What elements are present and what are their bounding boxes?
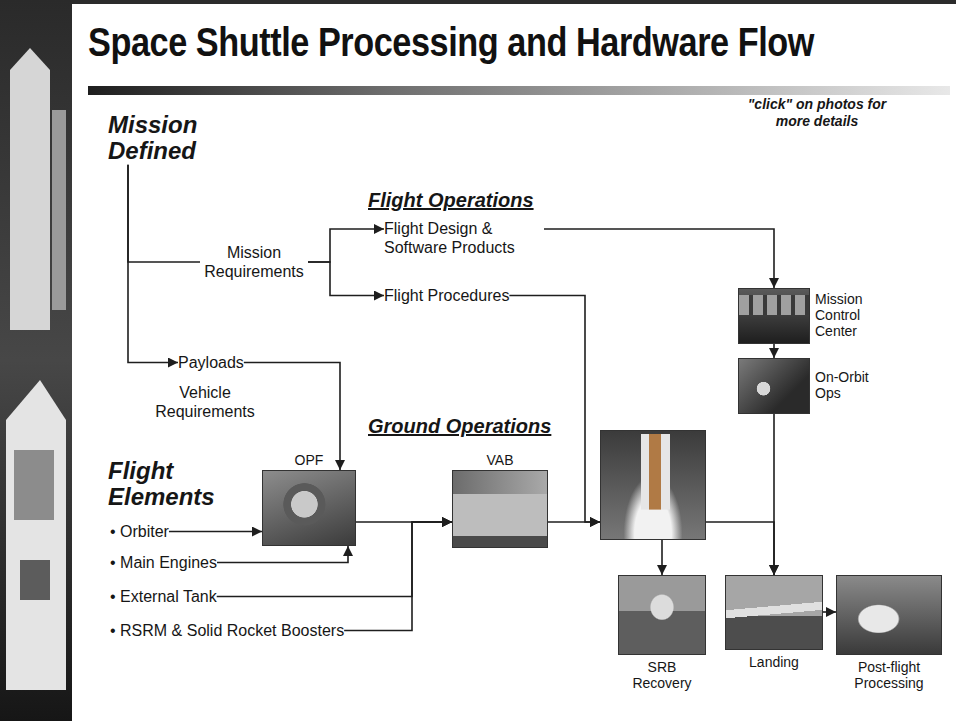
flow-arrow [661,540,663,575]
flow-arrow [344,522,452,631]
top-rule [0,0,956,4]
section-heading: Mission Defined [108,112,228,165]
requirement-label: Vehicle Requirements [150,383,260,421]
photo-caption: Post-flight Processing [837,659,941,691]
photo-caption: On-Orbit Ops [815,369,873,401]
flow-arrow [308,229,384,262]
flow-arrow [244,363,340,471]
photo-caption: Mission Control Center [815,291,873,339]
orbiter-window [14,450,54,520]
node-text: Mission Requirements [200,243,308,281]
flow-arrow [773,414,775,575]
node-text: Mission Defined [108,112,228,165]
photo-caption: OPF [263,452,355,468]
flow-arrow [217,546,348,563]
photo-box: SRB Recovery [618,575,706,655]
photo-box: Landing [725,575,823,650]
orbiter-shape [6,380,66,690]
photo-box: Mission Control Center [738,288,810,344]
note-text: "click" on photos for more details [742,96,892,130]
process-text: Flight Design & Software Products [384,219,544,257]
photo-strip [0,0,72,721]
bullet-item: • Orbiter [110,522,169,541]
node-text: • External Tank [110,587,217,606]
node-text: • Main Engines [110,553,217,572]
flow-arrow [823,611,836,613]
photo-caption: VAB [453,452,547,468]
photo-box: VAB [452,470,548,548]
title-bar [88,86,950,95]
process-text: Payloads [178,353,244,372]
node-text: Payloads [178,353,244,372]
flow-arrow [128,165,200,262]
shuttle-body [10,48,50,330]
photo-box: OPF [262,470,356,546]
flow-arrow [544,229,774,288]
photo-caption: SRB Recovery [619,659,705,691]
section-heading: Flight Elements [108,458,228,511]
slide-title: Space Shuttle Processing and Hardware Fl… [88,18,814,66]
flow-arrow [128,165,178,363]
section-heading: Ground Operations [368,414,551,438]
bullet-item: • Main Engines [110,553,217,572]
photo-caption: Landing [726,654,822,670]
node-text: Flight Procedures [384,286,509,305]
photo-box [600,430,706,540]
node-text: • Orbiter [110,522,169,541]
orbiter-hatch [20,560,50,600]
bullet-item: • External Tank [110,587,217,606]
photo-box: On-Orbit Ops [738,358,810,414]
flow-arrow [308,262,384,296]
flow-arrow [706,522,774,575]
node-text: • RSRM & Solid Rocket Boosters [110,621,344,640]
photo-box: Post-flight Processing [836,575,942,655]
flow-arrow [169,531,262,533]
flow-arrow [773,344,775,358]
node-text: Flight Design & Software Products [384,219,544,257]
booster-shape [52,110,66,310]
bullet-item: • RSRM & Solid Rocket Boosters [110,621,344,640]
flow-arrow [548,521,600,523]
process-text: Flight Procedures [384,286,509,305]
section-heading: Flight Operations [368,188,534,212]
flow-label: Mission Requirements [200,243,308,281]
